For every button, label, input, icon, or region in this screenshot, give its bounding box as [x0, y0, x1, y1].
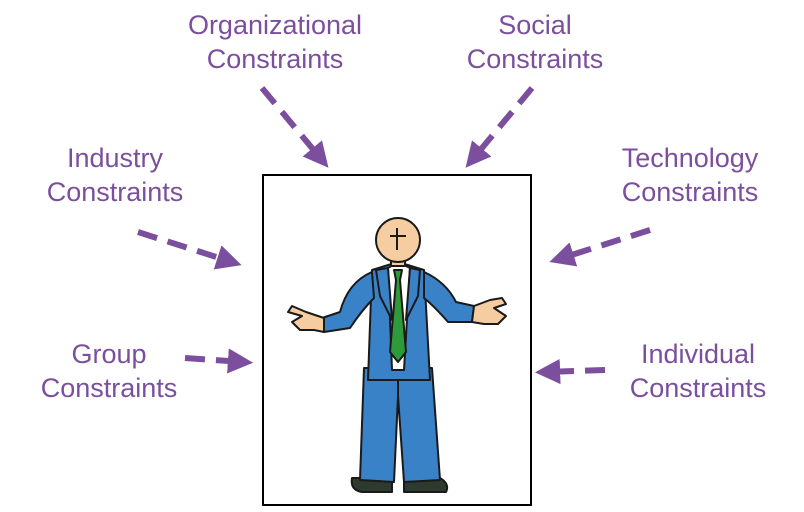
- label-organizational-line2: Constraints: [206, 44, 344, 74]
- arrow-social: [465, 86, 535, 168]
- arrow-organizational: [259, 86, 329, 168]
- shrugging-businessman-icon: [287, 217, 507, 493]
- label-technology-line2: Constraints: [621, 177, 759, 207]
- label-technology-line1: Technology: [621, 143, 759, 173]
- label-industry-constraints: Industry Constraints: [25, 141, 205, 209]
- arrow-industry: [137, 229, 242, 270]
- label-group-line1: Group: [71, 339, 147, 369]
- label-group-constraints: Group Constraints: [20, 337, 198, 405]
- label-social-line1: Social: [498, 10, 572, 40]
- label-group-line2: Constraints: [40, 373, 178, 403]
- label-individual-constraints: Individual Constraints: [608, 337, 788, 405]
- label-social-line2: Constraints: [466, 44, 604, 74]
- label-technology-constraints: Technology Constraints: [600, 141, 780, 209]
- label-industry-line1: Industry: [66, 143, 164, 173]
- label-organizational-constraints: Organizational Constraints: [165, 8, 385, 76]
- label-organizational-line1: Organizational: [187, 10, 363, 40]
- arrow-technology: [549, 227, 651, 267]
- label-industry-line2: Constraints: [46, 177, 184, 207]
- label-social-constraints: Social Constraints: [450, 8, 620, 76]
- arrow-group: [184, 348, 254, 374]
- label-individual-line2: Constraints: [629, 373, 767, 403]
- arrow-individual: [534, 358, 606, 385]
- label-individual-line1: Individual: [640, 339, 756, 369]
